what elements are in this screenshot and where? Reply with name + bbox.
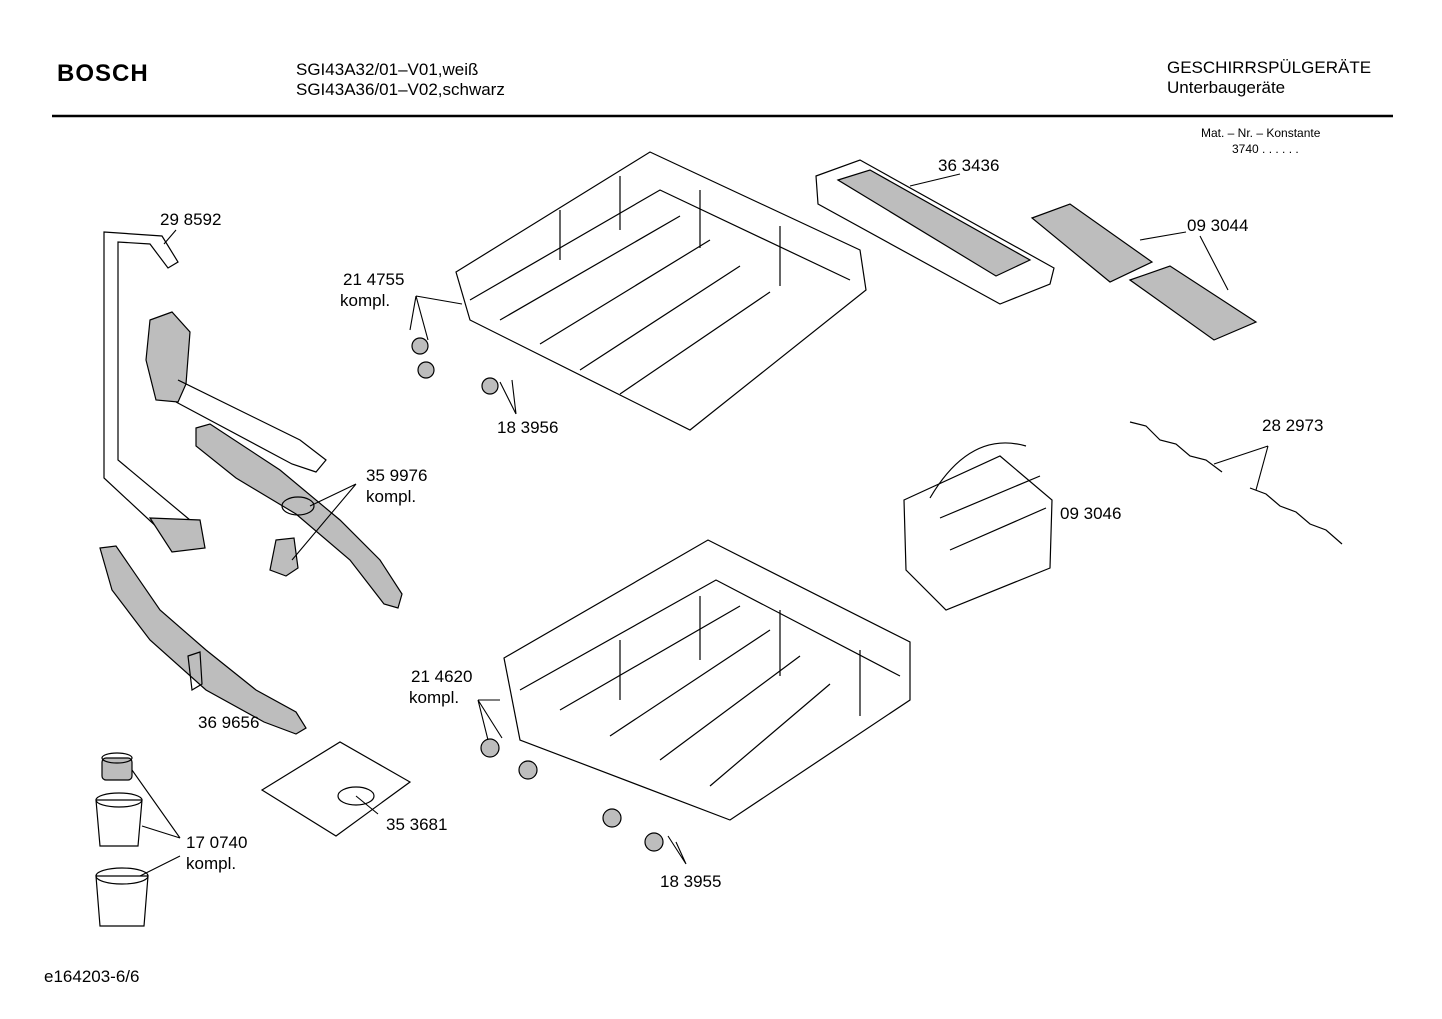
lower-basket-rollers <box>480 738 664 852</box>
part-label-369656: 36 9656 <box>198 713 260 732</box>
mat-nr-label: Mat. – Nr. – Konstante <box>1201 126 1321 140</box>
part-label-214620-kompl: kompl. <box>409 688 460 707</box>
part-label-359976-kompl: kompl. <box>366 487 417 506</box>
upper-spray-arm-part <box>145 311 403 609</box>
subcategory-title: Unterbaugeräte <box>1167 78 1286 97</box>
filter-set-part <box>95 752 149 927</box>
part-label-298592: 29 8592 <box>160 210 222 229</box>
cover-plate-part <box>260 741 412 837</box>
upper-basket-rollers <box>411 337 499 395</box>
cup-shelves-part <box>1030 203 1258 341</box>
upper-basket-part <box>455 151 867 431</box>
cutlery-rack-part <box>815 159 1055 305</box>
part-label-183956: 18 3956 <box>497 418 559 437</box>
mat-nr-value: 3740 . . . . . . <box>1232 142 1299 156</box>
document-id: e164203-6/6 <box>44 967 140 986</box>
part-label-183955: 18 3955 <box>660 872 722 891</box>
part-label-214755: 21 4755 <box>343 270 405 289</box>
part-label-363436: 36 3436 <box>938 156 1000 175</box>
supply-pipe-part <box>103 231 206 553</box>
part-label-214620: 21 4620 <box>411 667 473 686</box>
model-line-1: SGI43A32/01–V01,weiß <box>296 60 479 79</box>
leader-lines <box>131 173 1269 877</box>
part-label-359976: 35 9976 <box>366 466 428 485</box>
brand-logo: BOSCH <box>57 60 149 87</box>
part-label-353681: 35 3681 <box>386 815 448 834</box>
part-label-282973: 28 2973 <box>1262 416 1324 435</box>
part-label-093046: 09 3046 <box>1060 504 1122 523</box>
part-label-093044: 09 3044 <box>1187 216 1249 235</box>
fold-rack-strips-part <box>1129 421 1343 545</box>
part-label-214755-kompl: kompl. <box>340 291 391 310</box>
part-label-170740: 17 0740 <box>186 833 248 852</box>
part-label-170740-kompl: kompl. <box>186 854 237 873</box>
lower-basket-part <box>503 539 911 821</box>
lower-spray-arm-part <box>99 545 307 735</box>
cutlery-basket-part <box>903 442 1053 611</box>
category-title: GESCHIRRSPÜLGERÄTE <box>1167 58 1372 77</box>
model-line-2: SGI43A36/01–V02,schwarz <box>296 80 505 99</box>
